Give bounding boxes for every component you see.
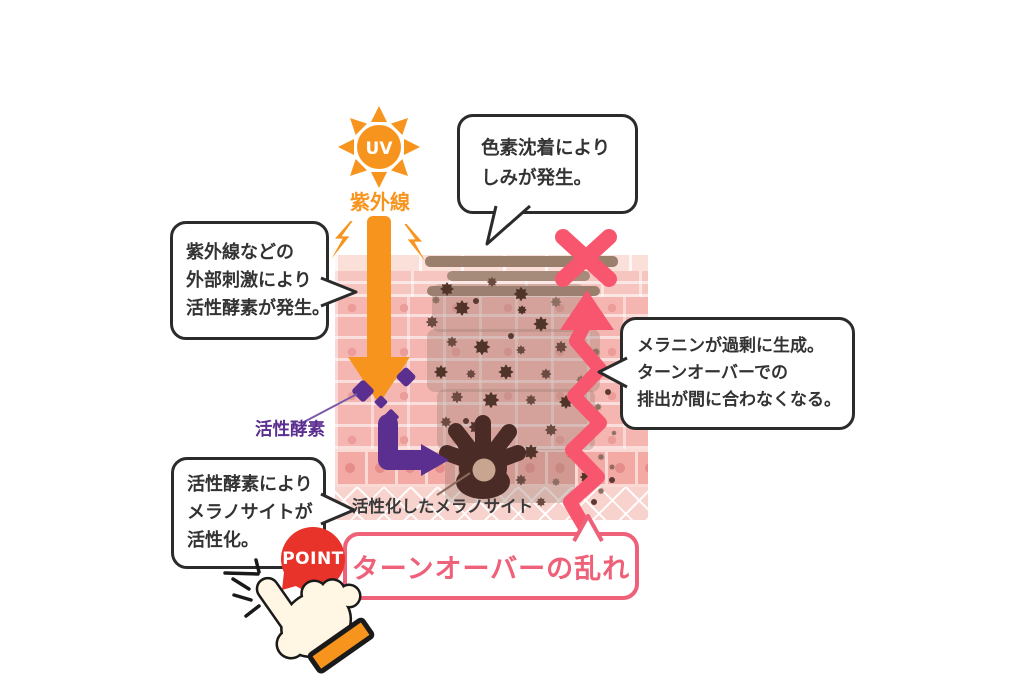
bubble-line: メラニンが過剰に生成。: [637, 336, 824, 356]
x-mark-icon: [555, 229, 617, 287]
bubble-line: 排出が間に合わなくなる。: [637, 390, 841, 410]
uv-rays-caption: 紫外線: [350, 190, 410, 214]
bubble-line: 活性化。: [187, 530, 259, 551]
point-badge-label: POINT: [282, 549, 344, 569]
bubble-line: 紫外線などの: [186, 241, 294, 263]
bubble-line: 活性酵素により: [187, 474, 313, 495]
uv-sun-icon: UV: [338, 106, 420, 188]
bubble-uv-stimulus: 紫外線などの 外部刺激により 活性酵素が発生。: [170, 221, 330, 340]
turnover-disruption-label: ターンオーバーの乱れ: [351, 553, 631, 585]
bubble-line: 外部刺激により: [186, 269, 312, 291]
bubble-line: 色素沈着により: [481, 138, 611, 159]
lightning-right-icon: [404, 224, 426, 262]
activated-melanocyte-caption: 活性化したメラノサイト: [352, 497, 534, 516]
lightning-left-icon: [331, 221, 353, 259]
enzyme-to-melanocyte-arrow-icon: [378, 414, 449, 476]
bubble-melanin-excess: メラニンが過剰に生成。 ターンオーバーでの 排出が間に合わなくなる。: [620, 317, 855, 430]
bubble-pigmentation: 色素沈着により しみが発生。: [457, 114, 638, 214]
uv-sun-label: UV: [366, 139, 394, 159]
turnover-zigzag-arrow-icon: [560, 290, 614, 533]
bubble-line: しみが発生。: [481, 168, 593, 189]
melanocyte-label-line: [436, 472, 471, 496]
melanocyte-illustration: [439, 415, 526, 499]
bubble-line: メラノサイトが: [187, 502, 313, 523]
bubble-line: 活性酵素が発生。: [186, 297, 330, 319]
turnover-disruption-box: ターンオーバーの乱れ: [343, 532, 639, 600]
enzyme-label-line: [301, 393, 358, 424]
point-badge[interactable]: POINT: [281, 527, 345, 591]
active-enzyme-caption: 活性酵素: [255, 420, 325, 440]
uv-down-arrow-icon: [348, 216, 410, 404]
bubble-line: ターンオーバーでの: [637, 363, 788, 383]
